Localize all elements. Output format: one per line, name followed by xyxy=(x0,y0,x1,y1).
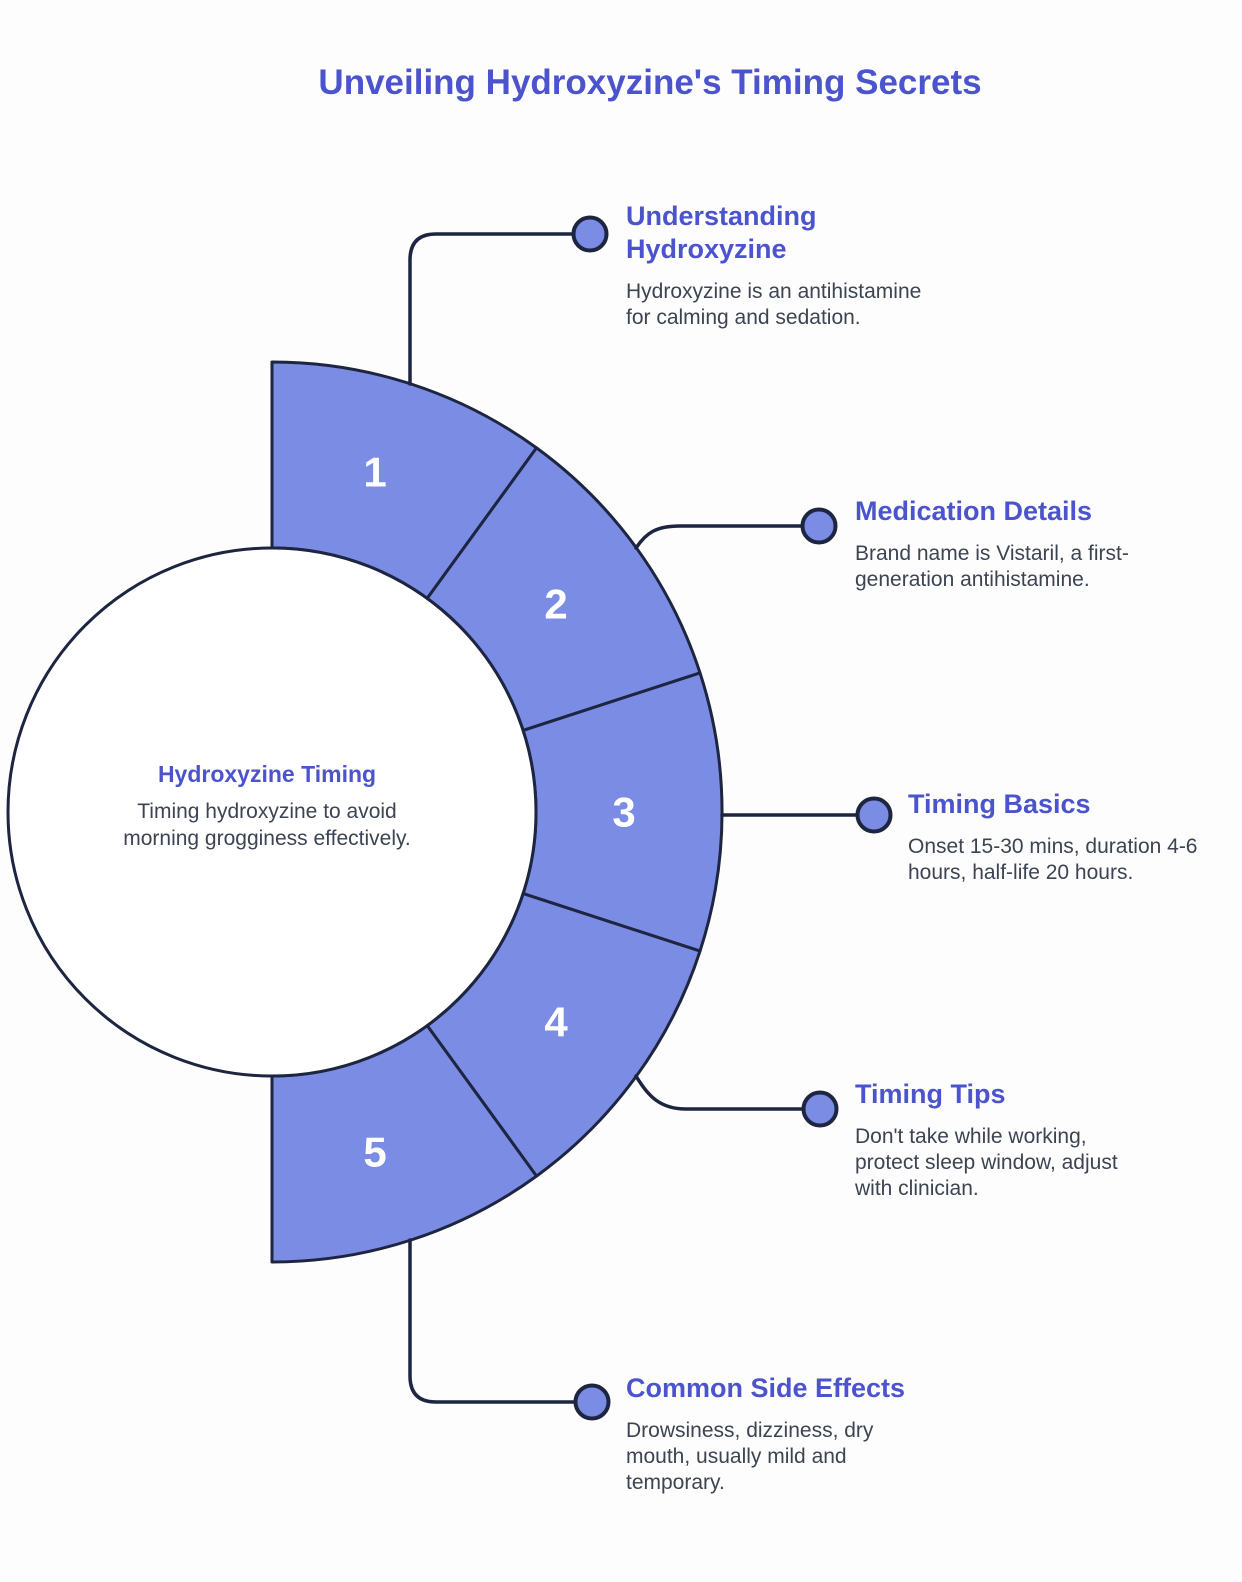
leader-line-1 xyxy=(408,232,574,386)
center-label: Hydroxyzine Timing Timing hydroxyzine to… xyxy=(122,760,412,852)
segment-number-1: 1 xyxy=(363,449,386,496)
node-bullet-2 xyxy=(800,507,838,545)
leader-line-4 xyxy=(634,1074,805,1111)
node-bullet-5 xyxy=(573,1383,611,1421)
segment-number-2: 2 xyxy=(544,581,567,628)
section-body-1: Hydroxyzine is an antihistamine for calm… xyxy=(626,280,922,329)
section-body-2: Brand name is Vistaril, a first-generati… xyxy=(855,542,1129,591)
section-body-4: Don't take while working, protect sleep … xyxy=(855,1125,1118,1200)
segment-number-3: 3 xyxy=(612,789,635,836)
center-heading: Hydroxyzine Timing xyxy=(157,761,377,787)
section-body-3: Onset 15-30 mins, duration 4-6 hours, ha… xyxy=(908,835,1198,884)
section-step-1: Understanding Hydroxyzine Hydroxyzine is… xyxy=(626,200,926,331)
segment-number-4: 4 xyxy=(544,999,568,1046)
section-heading-3: Timing Basics xyxy=(908,789,1091,819)
node-bullet-3 xyxy=(855,796,893,834)
section-step-4: Timing Tips Don't take while working, pr… xyxy=(855,1078,1155,1202)
section-heading-5: Common Side Effects xyxy=(626,1373,906,1403)
section-body-5: Drowsiness, dizziness, dry mouth, usuall… xyxy=(626,1419,874,1494)
section-step-3: Timing Basics Onset 15-30 mins, duration… xyxy=(908,788,1213,886)
node-bullet-4 xyxy=(801,1090,839,1128)
leader-line-5 xyxy=(408,1238,577,1404)
section-heading-1: Understanding Hydroxyzine xyxy=(626,201,817,264)
center-circle xyxy=(6,546,538,1078)
section-heading-4: Timing Tips xyxy=(855,1079,1006,1109)
page-title: Unveiling Hydroxyzine's Timing Secrets xyxy=(318,63,982,102)
leader-line-2 xyxy=(634,524,804,550)
section-step-2: Medication Details Brand name is Vistari… xyxy=(855,495,1177,593)
section-heading-2: Medication Details xyxy=(855,496,1093,526)
segment-number-5: 5 xyxy=(363,1129,386,1176)
node-bullet-1 xyxy=(571,215,609,253)
section-step-5: Common Side Effects Drowsiness, dizzines… xyxy=(626,1372,926,1496)
center-body: Timing hydroxyzine to avoid morning grog… xyxy=(123,800,411,850)
